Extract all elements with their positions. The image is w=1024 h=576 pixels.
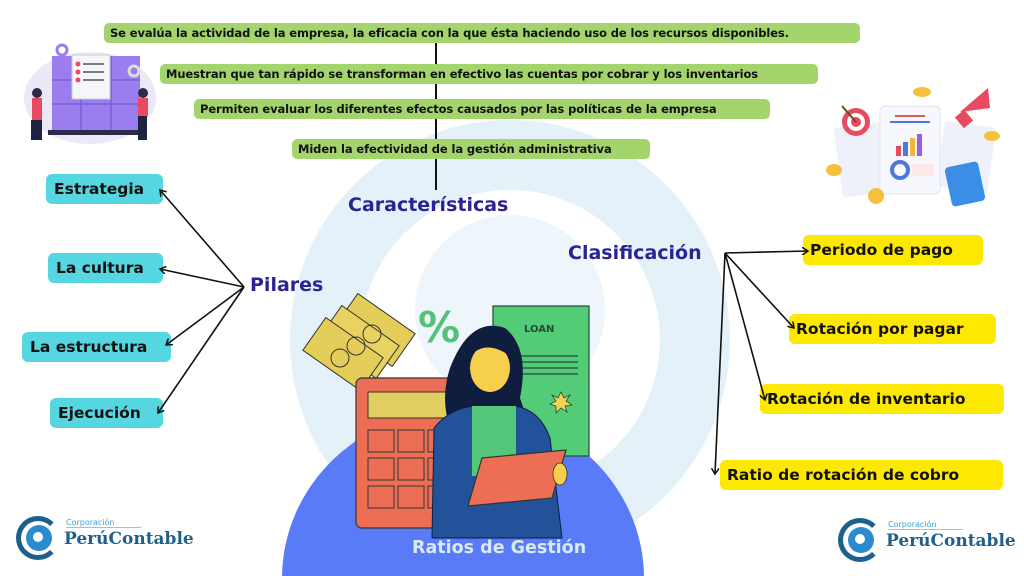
classification-item-rotacion-por-pagar: Rotación por pagar	[789, 314, 996, 344]
characteristic-item-2: Muestran que tan rápido se transforman e…	[160, 64, 818, 84]
logo-mark-icon	[16, 516, 60, 560]
pillars-heading: Pilares	[250, 274, 324, 296]
classification-item-ratio-rotacion-cobro: Ratio de rotación de cobro	[720, 460, 1003, 490]
accountant-illustration: % LOAN	[300, 292, 600, 539]
characteristic-item-3: Permiten evaluar los diferentes efectos …	[194, 99, 770, 119]
logo-corp-text: Corporación	[888, 520, 963, 530]
warehouse-illustration	[18, 38, 158, 146]
pillar-item-la-estructura: La estructura	[22, 332, 171, 362]
classification-item-periodo-de-pago: Periodo de pago	[803, 235, 983, 265]
svg-text:LOAN: LOAN	[524, 324, 554, 335]
finance-report-illustration	[820, 84, 1016, 207]
characteristic-item-1: Se evalúa la actividad de la empresa, la…	[104, 23, 860, 43]
logo-brand-text: PerúContable	[64, 529, 194, 549]
peru-map-icon	[33, 532, 43, 542]
logo-corp-text: Corporación	[66, 518, 141, 528]
characteristics-heading: Características	[348, 194, 509, 216]
peru-map-icon	[855, 534, 865, 544]
pillar-item-ejecucion: Ejecución	[50, 398, 163, 428]
logo-peru-contable-right: Corporación PerúContable	[838, 514, 1016, 564]
logo-peru-contable-left: Corporación PerúContable	[16, 512, 194, 562]
logo-mark-icon	[838, 518, 882, 562]
svg-text:%: %	[418, 303, 460, 352]
classification-item-rotacion-de-inventario: Rotación de inventario	[760, 384, 1004, 414]
logo-brand-text: PerúContable	[886, 531, 1016, 551]
pillar-item-estrategia: Estrategia	[46, 174, 163, 204]
main-title: Ratios de Gestión	[412, 538, 587, 558]
characteristic-item-4: Miden la efectividad de la gestión admin…	[292, 139, 650, 159]
classification-heading: Clasificación	[568, 242, 702, 264]
pillar-item-la-cultura: La cultura	[48, 253, 163, 283]
